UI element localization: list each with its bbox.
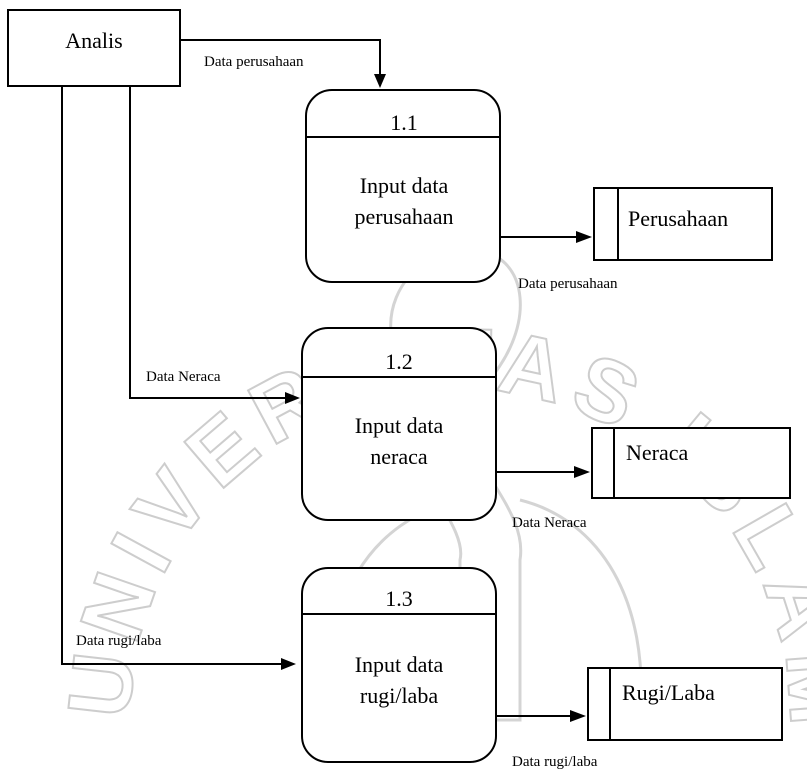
flow-in-3-line	[61, 86, 288, 665]
flow-out-3-label: Data rugi/laba	[512, 754, 598, 770]
process-1-1: 1.1 Input data perusahaan	[305, 89, 501, 283]
entity-box	[7, 9, 181, 87]
flow-in-2-line	[129, 86, 292, 399]
process-name-line2: perusahaan	[355, 204, 454, 229]
flow-out-2-label: Data Neraca	[512, 515, 587, 531]
process-name-line2: rugi/laba	[360, 683, 438, 708]
process-number: 1.1	[390, 110, 418, 135]
process-1-2: 1.2 Input data neraca	[301, 327, 497, 521]
process-box	[301, 567, 497, 763]
flow-in-1-arrowhead	[374, 74, 386, 88]
flow-out-2-arrowhead	[574, 466, 590, 478]
store-label: Neraca	[626, 440, 689, 465]
process-name-line1: Input data	[360, 173, 449, 198]
process-name-line2: neraca	[370, 444, 428, 469]
flow-lines-in	[61, 39, 386, 670]
flow-in-3-arrowhead	[281, 658, 296, 670]
flow-out-1-label: Data perusahaan	[518, 276, 618, 292]
process-name-line1: Input data	[355, 413, 444, 438]
flow-lines-out	[496, 231, 592, 722]
process-number: 1.3	[385, 586, 413, 611]
flow-in-2-label: Data Neraca	[146, 369, 221, 385]
flow-out-3-arrowhead	[570, 710, 586, 722]
store-box	[587, 667, 783, 741]
flow-in-2-arrowhead	[285, 392, 300, 404]
store-label: Rugi/Laba	[622, 680, 715, 705]
flow-in-1-line	[180, 39, 381, 80]
process-name-line1: Input data	[355, 652, 444, 677]
store-box	[593, 187, 773, 261]
store-perusahaan: Perusahaan	[593, 187, 773, 261]
store-box	[591, 427, 791, 499]
store-label: Perusahaan	[628, 206, 728, 231]
flow-out-1-arrowhead	[576, 231, 592, 243]
entity-label: Analis	[65, 28, 122, 53]
process-number: 1.2	[385, 349, 413, 374]
flow-in-3-label: Data rugi/laba	[76, 633, 162, 649]
store-neraca: Neraca	[591, 427, 791, 499]
process-1-3: 1.3 Input data rugi/laba	[301, 567, 497, 763]
store-rugi-laba: Rugi/Laba	[587, 667, 783, 741]
entity-analis: Analis	[7, 9, 181, 87]
flow-in-1-label: Data perusahaan	[204, 54, 304, 70]
